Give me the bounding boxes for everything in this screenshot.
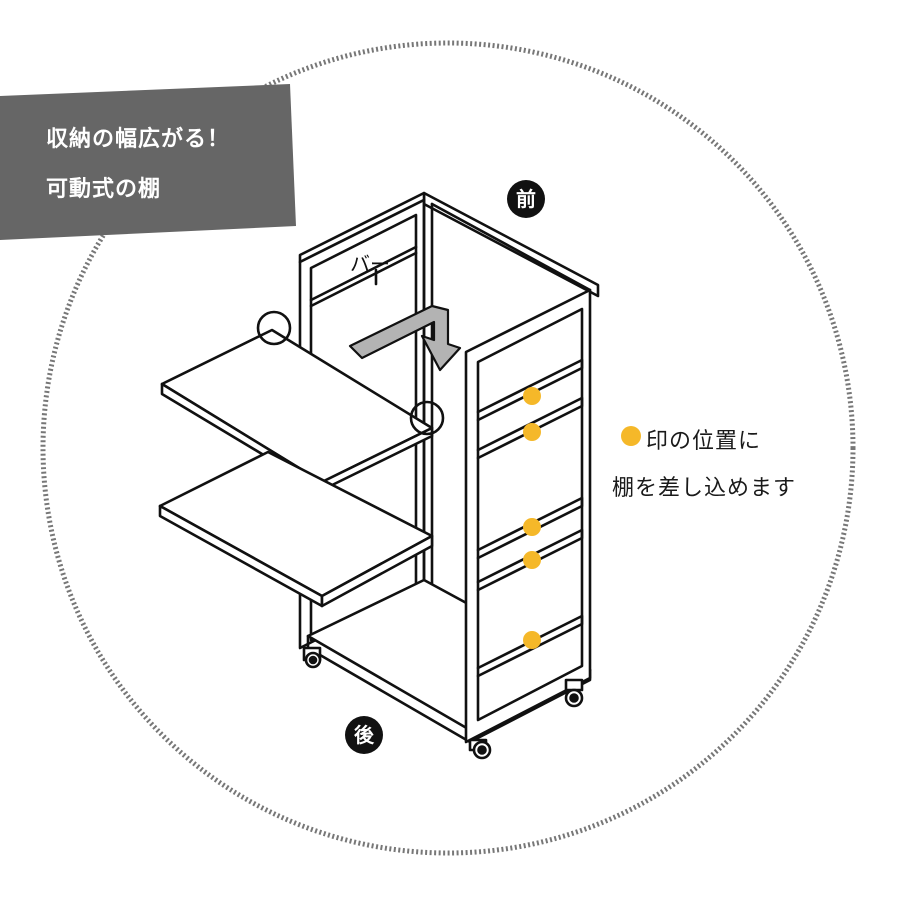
caster-icon [564, 678, 584, 708]
lower-shelf-side [320, 534, 434, 608]
bar-label: バー [350, 252, 390, 276]
circle-highlight-icon [409, 400, 445, 436]
banner-title-line1: 収納の幅広がる！ [46, 127, 231, 152]
bar-rail-bottom [309, 251, 418, 308]
dashed-circle-frame [40, 40, 856, 856]
back-badge: 後 [345, 716, 383, 754]
marker-dot-icon [523, 423, 541, 441]
front-panel-inner [476, 307, 584, 722]
marker-dot-icon [523, 631, 541, 649]
back-right-edge [430, 202, 592, 292]
marker-dot-icon [523, 387, 541, 405]
banner-title-line2: 可動式の棚 [46, 177, 162, 202]
front-badge: 前 [507, 180, 545, 218]
banner-background [0, 84, 296, 240]
circle-highlight-icon [256, 310, 292, 346]
caster-icon [302, 646, 322, 669]
marker-dot-icon [523, 551, 541, 569]
marker-dot-icon [621, 426, 641, 446]
note-line2: 棚を差し込めます [612, 476, 797, 501]
marker-dots [523, 387, 641, 649]
caster-icon [468, 738, 492, 760]
arrow-icon [348, 304, 462, 372]
note-line1: 印の位置に [646, 429, 762, 454]
marker-dot-icon [523, 518, 541, 536]
bar-rail-top [309, 245, 418, 302]
